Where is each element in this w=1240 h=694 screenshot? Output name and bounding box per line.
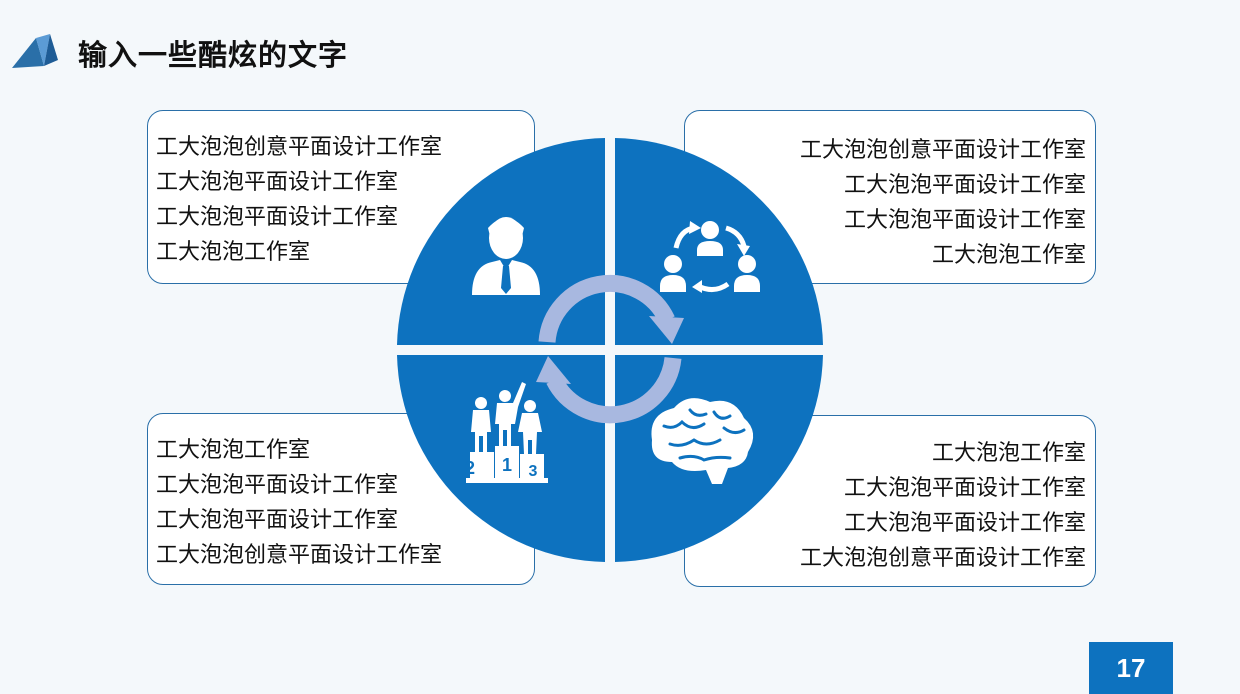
text-line: 工大泡泡平面设计工作室 (156, 205, 399, 230)
text-lines-bottom-left: 工大泡泡工作室 工大泡泡平面设计工作室 工大泡泡平面设计工作室 工大泡泡创意平面… (156, 433, 442, 573)
text-line: 工大泡泡平面设计工作室 (843, 476, 1086, 501)
text-line: 工大泡泡平面设计工作室 (843, 173, 1086, 198)
podium-number-2: 2 (465, 458, 475, 478)
title-triangle-icon (12, 34, 58, 68)
page-number-badge: 17 (1089, 642, 1173, 694)
text-line: 工大泡泡创意平面设计工作室 (156, 543, 443, 568)
text-line: 工大泡泡平面设计工作室 (156, 170, 399, 195)
text-line: 工大泡泡工作室 (931, 441, 1086, 466)
text-lines-top-left: 工大泡泡创意平面设计工作室 工大泡泡平面设计工作室 工大泡泡平面设计工作室 工大… (156, 130, 442, 270)
brain-icon (651, 398, 754, 484)
quadrant-top-right (615, 138, 823, 345)
text-line: 工大泡泡平面设计工作室 (843, 511, 1086, 536)
text-line: 工大泡泡创意平面设计工作室 (799, 138, 1086, 163)
page-title: 输入一些酷炫的文字 (78, 38, 349, 72)
text-line: 工大泡泡工作室 (156, 240, 311, 265)
text-line: 工大泡泡平面设计工作室 (843, 208, 1086, 233)
podium-number-1: 1 (502, 455, 512, 475)
text-line: 工大泡泡平面设计工作室 (156, 473, 399, 498)
team-cycle-icon (660, 221, 760, 293)
quadrant-diagram: 2 1 3 (397, 138, 823, 562)
text-line: 工大泡泡创意平面设计工作室 (799, 546, 1086, 571)
text-lines-top-right: 工大泡泡创意平面设计工作室 工大泡泡平面设计工作室 工大泡泡平面设计工作室 工大… (800, 133, 1086, 273)
cycle-arrows-icon (536, 275, 684, 424)
text-lines-bottom-right: 工大泡泡工作室 工大泡泡平面设计工作室 工大泡泡平面设计工作室 工大泡泡创意平面… (800, 436, 1086, 576)
text-line: 工大泡泡工作室 (156, 438, 311, 463)
businessman-icon (472, 217, 540, 295)
podium-icon (466, 382, 548, 483)
text-line: 工大泡泡创意平面设计工作室 (156, 135, 443, 160)
text-line: 工大泡泡工作室 (931, 243, 1086, 268)
text-line: 工大泡泡平面设计工作室 (156, 508, 399, 533)
podium-number-3: 3 (529, 463, 538, 480)
